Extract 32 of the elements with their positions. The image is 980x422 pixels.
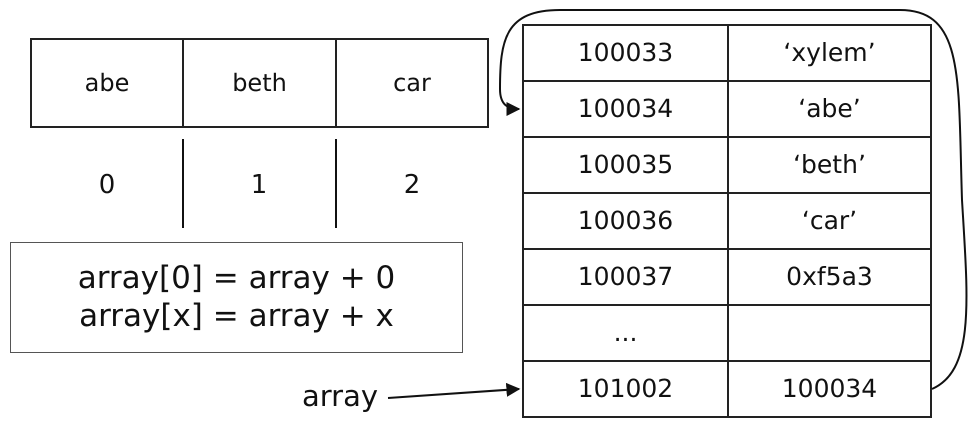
variable-name: array [302,378,378,414]
table-cell [30,38,184,128]
cell-text: 100035 [578,150,674,180]
cell-text: ‘beth’ [793,150,866,180]
table-cell [522,24,729,82]
table-cell [727,360,932,418]
index-number: 0 [98,170,116,200]
cell-text: 0xf5a3 [786,262,873,292]
cell-text: ‘abe’ [798,94,861,124]
index-number: 1 [250,170,268,200]
arrow [499,9,968,390]
table-cell [335,38,489,128]
table-cell [182,38,337,128]
cell-text: 100036 [578,206,674,236]
cell-text: ‘xylem’ [783,38,876,68]
cell-text: 101002 [578,374,674,404]
cell-text: beth [232,68,287,98]
formula-text: array[x] = array + x [79,298,394,335]
cell-text: 100034 [782,374,878,404]
index-number: 2 [404,170,420,200]
table-cell [522,360,729,418]
cell-text: abe [84,68,130,98]
table-cell [727,24,932,82]
cell-text: 100034 [578,94,674,124]
cell-text: car [393,68,431,98]
formula-text: array[0] = array + 0 [78,260,396,298]
formula-box [10,242,463,353]
arrow [388,382,520,399]
cell-text: ... [614,318,638,348]
cell-text: 100037 [578,262,674,292]
cell-text: ‘car’ [802,206,858,236]
cell-text: 100033 [578,38,674,68]
